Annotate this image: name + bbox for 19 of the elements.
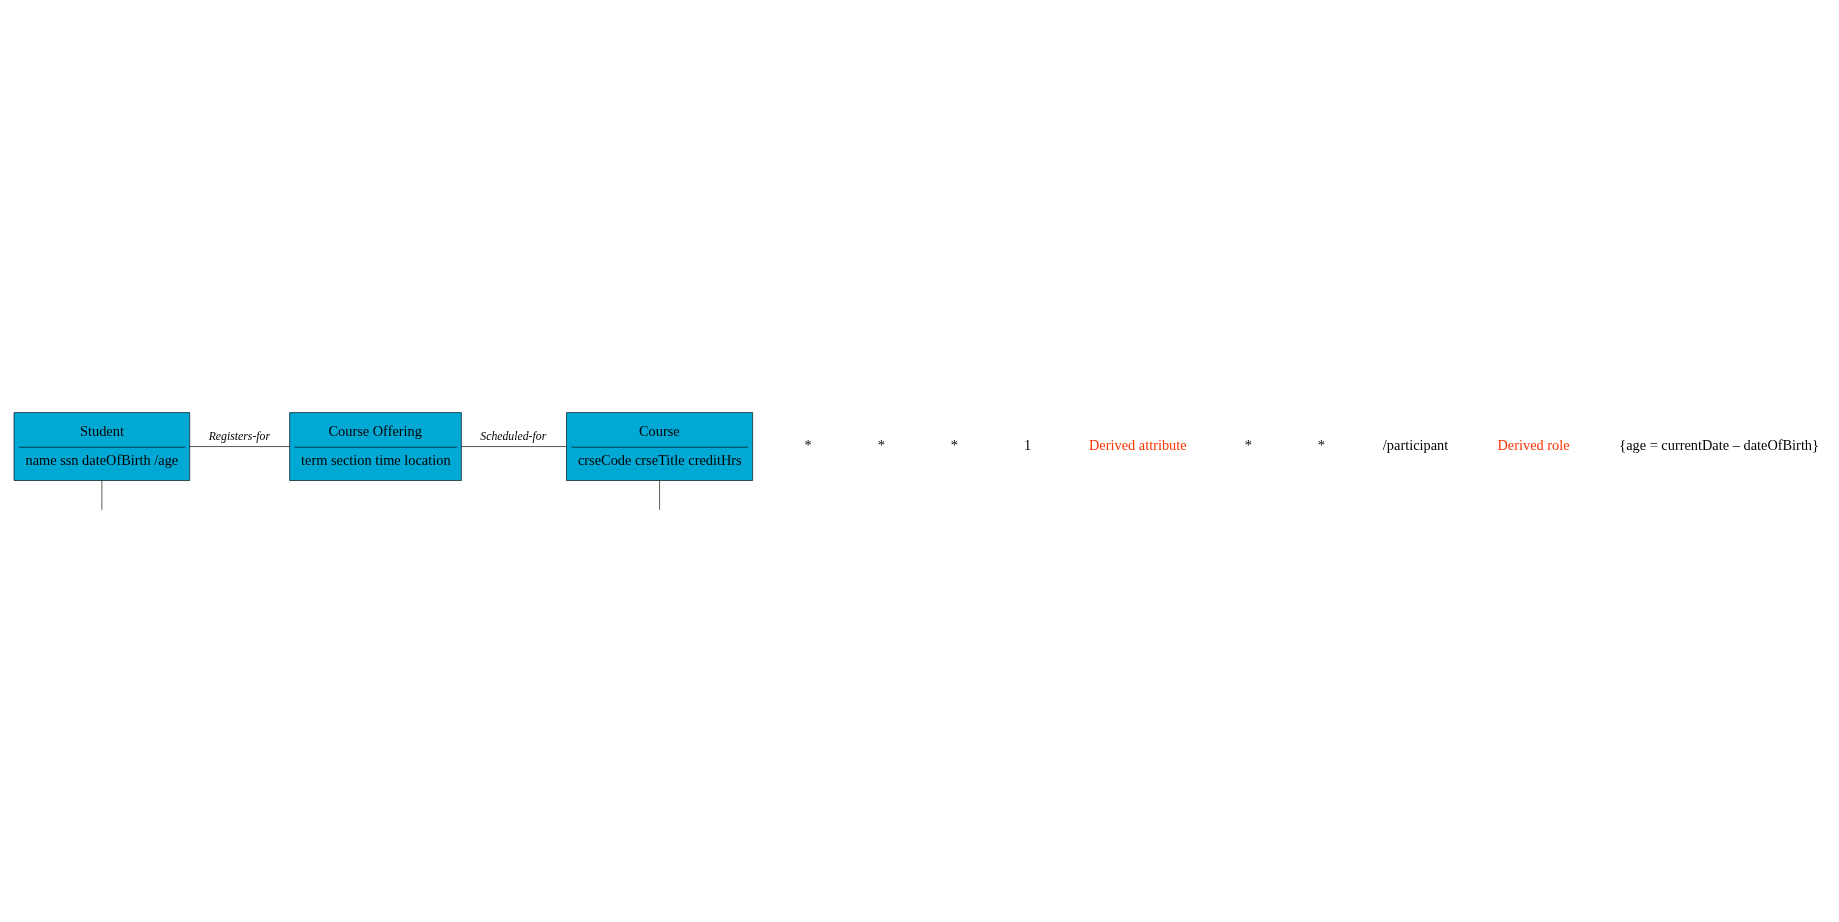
edge-label: Registers-for xyxy=(208,429,271,443)
label: 1 xyxy=(1023,436,1032,453)
node-box: Student name ssn dateOfBirth /age xyxy=(13,411,191,481)
label: * xyxy=(950,436,959,453)
connector xyxy=(101,479,103,510)
label: * xyxy=(877,436,885,453)
label: * xyxy=(804,436,812,453)
label: Derived role xyxy=(1497,436,1570,453)
connector xyxy=(659,479,660,510)
label: Derived attribute xyxy=(1088,436,1187,453)
label: /participant xyxy=(1382,436,1449,453)
label: {age = currentDate – dateOfBirth} xyxy=(1619,436,1819,453)
edge-label: Scheduled-for xyxy=(480,429,547,443)
label: * xyxy=(1317,436,1326,453)
label: * xyxy=(1244,436,1252,453)
connector xyxy=(461,445,567,447)
node-box: Course crseCode crseTitle creditHrs xyxy=(566,411,753,481)
connector xyxy=(189,445,290,447)
node-box: Course Offering term section time location xyxy=(289,411,462,481)
